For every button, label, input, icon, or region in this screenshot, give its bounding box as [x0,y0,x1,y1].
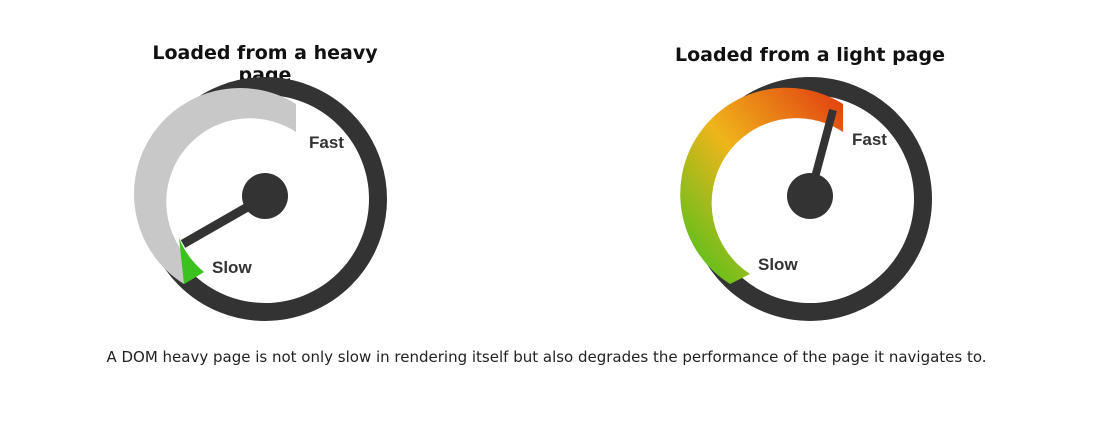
gauge-light-page: Loaded from a light page Fast Slow [670,40,950,330]
gauge-title-light: Loaded from a light page [675,44,945,66]
speed-track [134,88,296,285]
slow-label: Slow [758,255,798,274]
speedometer-light: Fast Slow [680,77,932,321]
speed-fill [680,87,843,285]
caption-text: A DOM heavy page is not only slow in ren… [106,348,987,366]
speedometer-heavy: Fast Slow [134,77,387,321]
fast-label: Fast [309,133,344,152]
speed-fill [179,238,204,284]
needle-hub [242,173,288,219]
fast-label: Fast [852,130,887,149]
gauge-heavy-page: Loaded from a heavy page Fast Slow [125,40,405,330]
needle-hub [787,173,833,219]
slow-label: Slow [212,258,252,277]
